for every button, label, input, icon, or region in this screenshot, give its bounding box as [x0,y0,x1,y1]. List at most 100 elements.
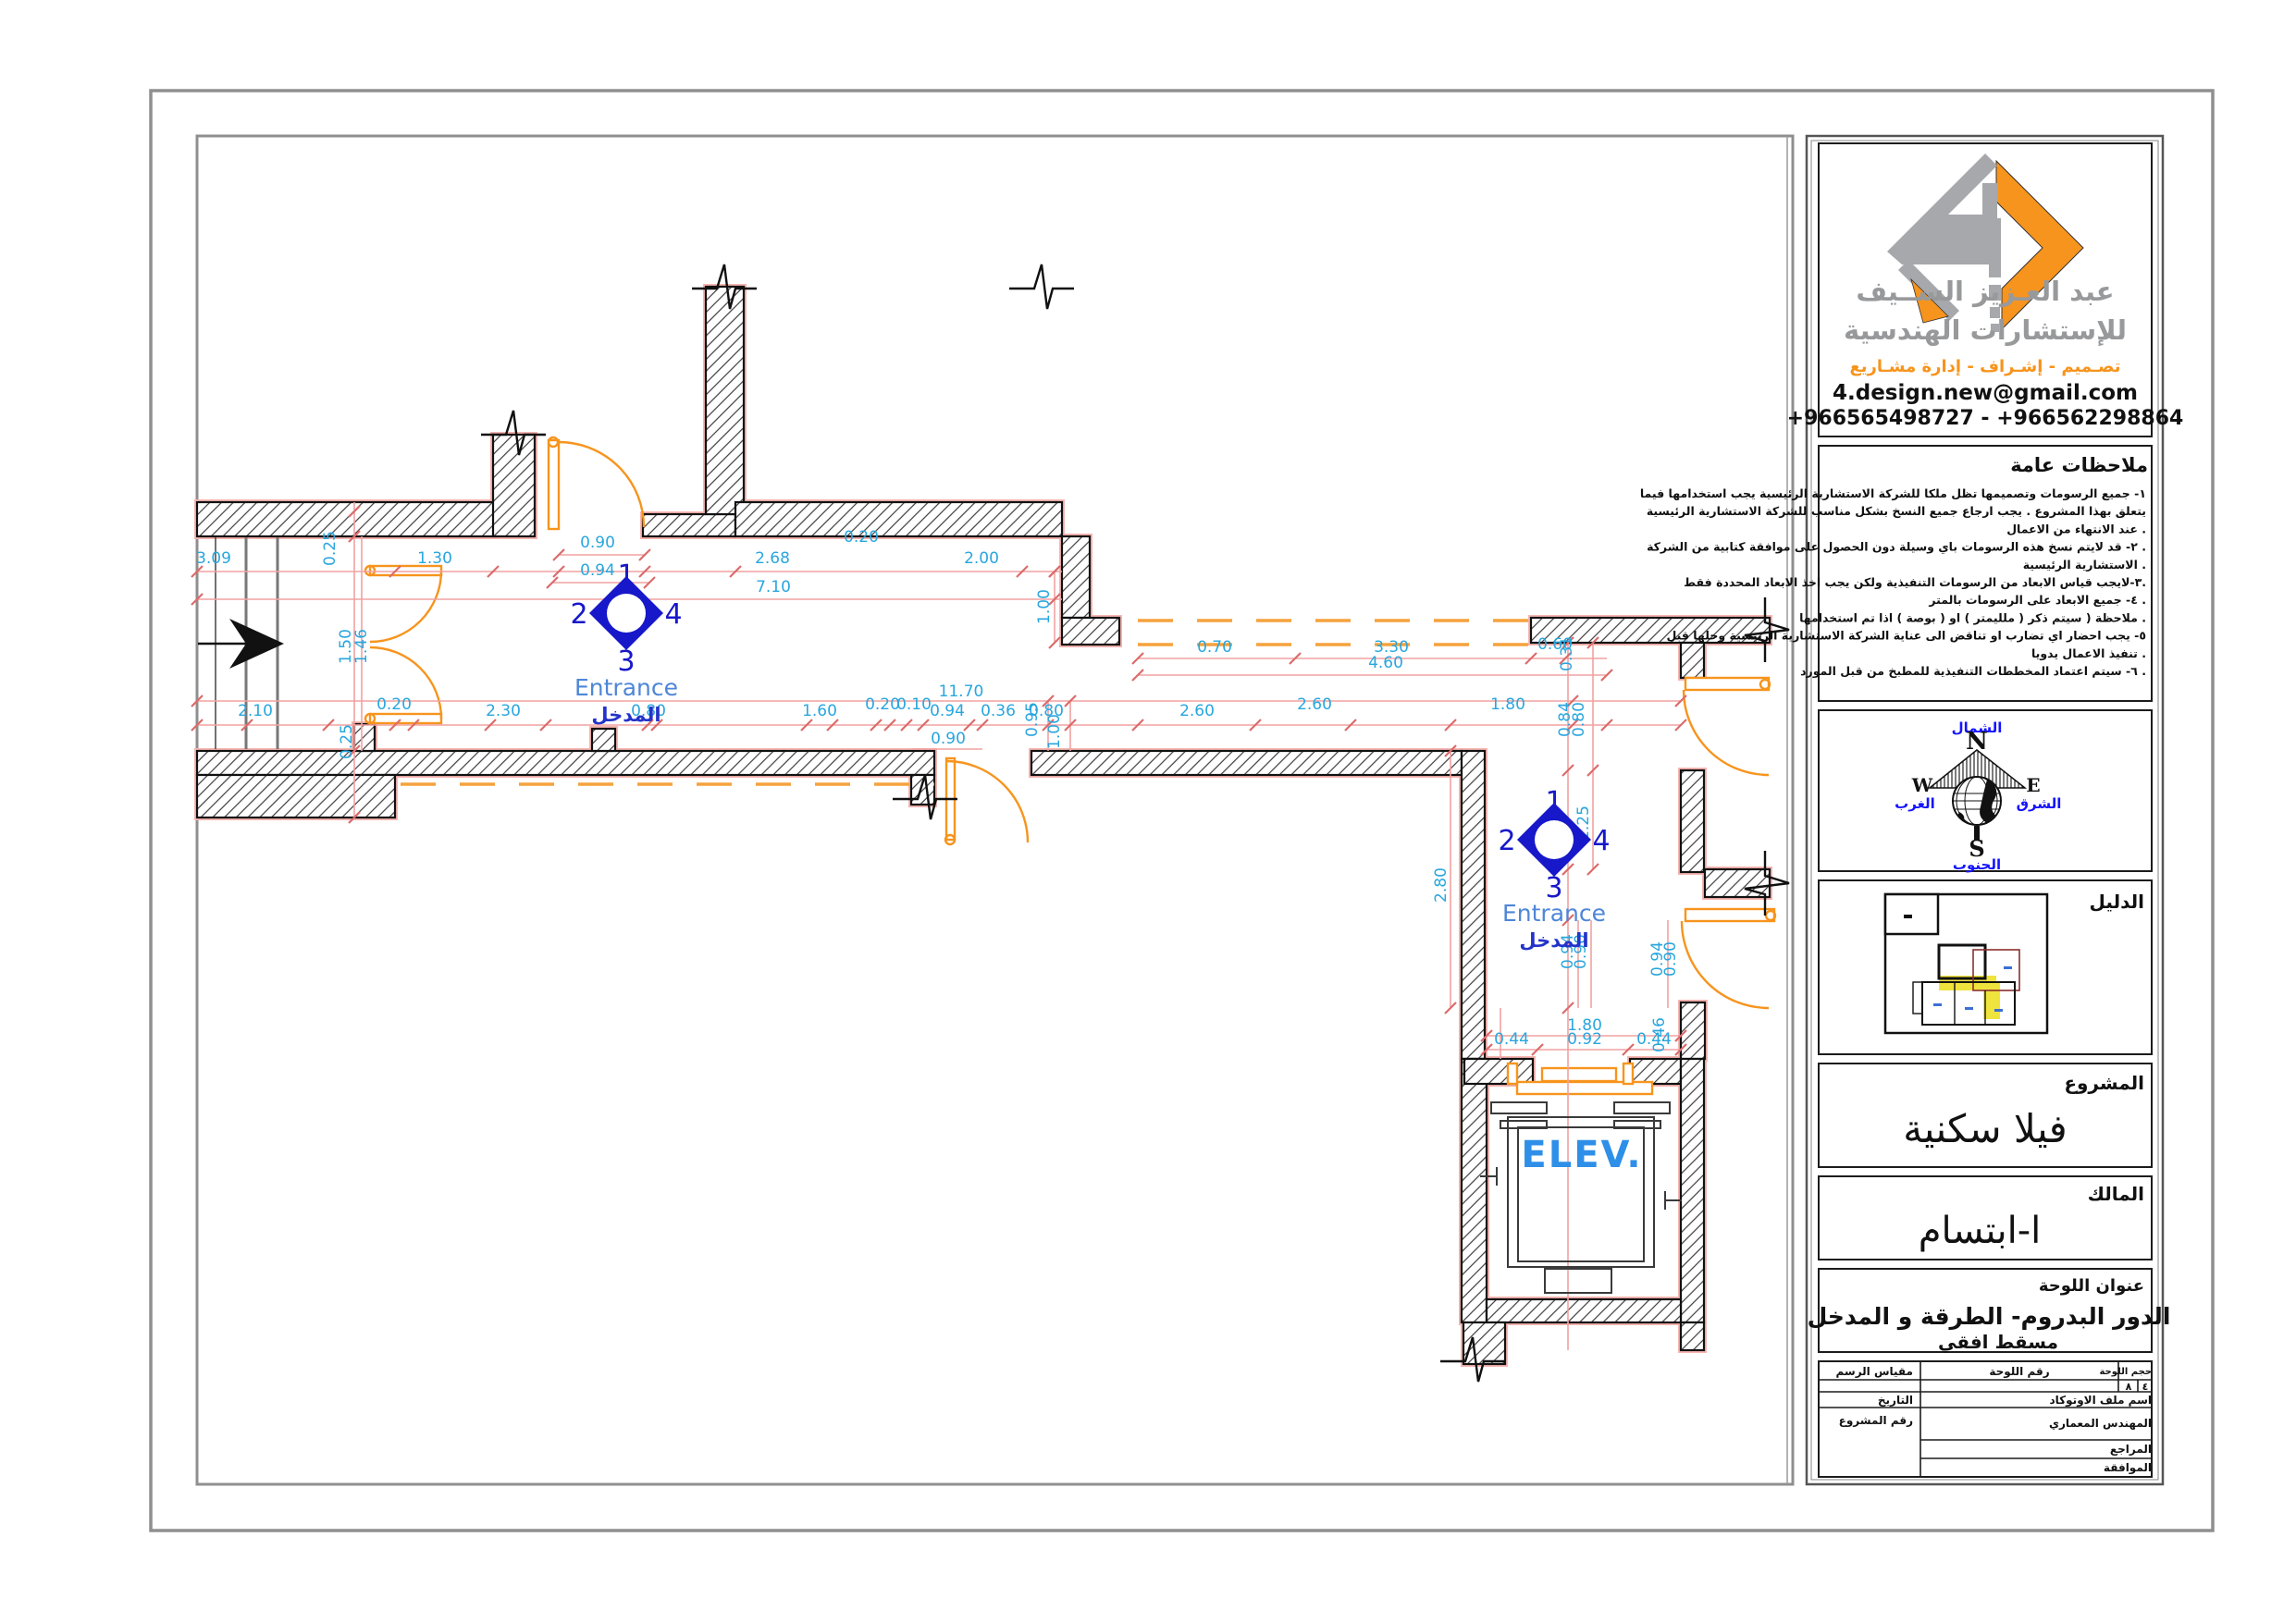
sheet-size-value-b: ٤ [2142,1381,2149,1393]
owner-label: المالك [2088,1183,2144,1205]
logo-box: عبد العـزيز الســيف للإستشارات الهندسية … [1787,142,2184,437]
dimension-text: 1.60 [802,702,837,720]
compass-s: S [1969,835,1984,862]
autocad-file-label: اسم ملف الاوتوكاد [2050,1394,2152,1408]
note-line: الاستشارية الرئيسية . [2023,558,2146,572]
sheet-title-box: عنوان اللوحة الدور البدروم- الطرقة و الم… [1808,1268,2170,1354]
compass-box: الشمال N W الغرب E الشرق S الجنوب [1818,709,2153,873]
dimension-text: 0.92 [1567,1030,1602,1049]
owner-value: ا-ابتسام [1919,1210,2042,1252]
diamond-num-2: 2 [1498,825,1515,857]
owner-box: المالك ا-ابتسام [1818,1175,2153,1260]
dimension-text: 4.60 [1368,654,1403,672]
dimension-text: 2.10 [238,702,273,720]
dimension-text: 11.70 [939,682,984,701]
dimension-text: 1.00 [1045,714,1064,749]
dimension-text: 1.46 [352,629,371,664]
company-tagline: تصـميم - إشـراف - إدارة مشـاريع [1849,357,2120,376]
sheet-title-line2: مسقط افقي [1938,1331,2058,1354]
note-line: ٥- يجب احضار اي تضارب او تناقض الى عناية… [1667,629,2146,643]
date-label: التاريخ [1878,1394,1913,1407]
entrance-label-en: Entrance [574,674,678,701]
diamond-num-1: 1 [617,559,635,592]
diamond-num-2: 2 [570,598,587,631]
dimension-text: 0.94 [1648,941,1667,977]
compass-south-ar: الجنوب [1953,856,2001,873]
dimension-text: 0.90 [1661,941,1680,977]
compass-w: W [1911,774,1933,796]
key-plan-label: الدليل [2090,891,2144,913]
dimension-text: 0.80 [1570,702,1588,737]
entrance-symbol-2: 1 2 3 4 Entrance المدخل [1498,786,1610,952]
dimension-ticks [191,505,1687,1056]
entrance-label-ar: المدخل [1519,929,1588,952]
compass-n: N [1966,728,1988,756]
sheet-title-label: عنوان اللوحة [2039,1276,2144,1296]
dimension-text: 0.84 [1556,702,1574,737]
reviewer-label: المراجع [2110,1443,2152,1456]
notes-title: ملاحظات عامة [2010,454,2148,476]
dimension-text: 2.30 [486,702,521,720]
dashed-lines [401,619,1531,786]
dimension-text: 1.50 [337,629,355,664]
dimension-text: 1.80 [1567,1016,1602,1035]
sheet-no-label: رقم اللوحة [1989,1365,2049,1379]
dimension-text: 0.25 [338,724,356,759]
note-line: تنفيذ الاعمال يدويا . [2031,646,2146,660]
stair-direction-arrow-icon [229,619,284,669]
dimension-text: 2.60 [1297,695,1332,714]
diamond-num-3: 3 [617,646,635,678]
walls [194,284,1772,1367]
dimension-text: 0.36 [981,702,1016,720]
note-line: يتعلق بهذا المشروع . يجب ارجاع جميع النس… [1647,504,2146,518]
entrance-label-en: Entrance [1502,900,1606,927]
dimension-text: 0.90 [580,534,615,552]
company-email: 4.design.new@gmail.com [1833,381,2138,405]
compass-north-ar: الشمال [1952,719,2003,736]
dimension-text: 0.44 [1636,1030,1672,1049]
elevator-label: ELEV. [1521,1134,1642,1176]
note-line: ٢- قد لايتم نسخ هذه الرسومات باي وسيلة د… [1647,540,2146,554]
note-line: ٤- جميع الابعاد على الرسومات بالمتر . [1928,593,2146,607]
compass-east-ar: الشرق [2017,795,2062,812]
note-line: ٣-لايجب قياس الابعاد من الرسومات التنفيذ… [1684,575,2146,589]
company-logo-icon [1887,154,2084,332]
note-line: ٦- سيتم اعتماد المخططات التنفيذية للمطبخ… [1800,664,2146,678]
note-line: ملاحظة ( سيتم ذكر ( ملليمتر ) او ( بوصة … [1799,610,2146,624]
dimension-text: 2.00 [964,549,999,568]
dimension-text: 7.10 [756,578,791,596]
project-box: المشروع فيلا سكنية [1818,1063,2153,1168]
sheet-size-value-a: ٨ [2126,1381,2132,1393]
entrance-symbol-1: 1 2 3 4 Entrance المدخل [570,559,682,726]
approval-label: الموافقة [2104,1461,2152,1475]
dimension-text: 0.25 [321,531,339,566]
dimension-text: 0.80 [631,702,666,720]
dimension-text: 1.80 [1490,695,1525,714]
dimension-text: 1.30 [417,549,452,568]
dimension-text: 0.44 [1494,1030,1529,1049]
company-phones: +966565498727 - +966562298864 [1787,407,2184,430]
notes-lines: ١- جميع الرسومات وتصميمها تظل ملكا للشرك… [1640,486,2146,678]
dimension-text: 0.95 [1023,702,1042,737]
project-label: المشروع [2064,1072,2144,1094]
dimension-text: 0.46 [1650,1017,1669,1052]
dimension-text: 0.90 [931,730,966,748]
dimension-text: 0.20 [376,695,412,714]
compass-west-ar: الغرب [1895,795,1935,812]
title-block: عبد العـزيز الســيف للإستشارات الهندسية … [1640,134,2184,1486]
project-value: فيلا سكنية [1903,1106,2067,1151]
dimension-text: 2.60 [1179,702,1215,720]
dimension-text: 2.80 [1432,867,1450,903]
dimension-text: 0.60 [1537,635,1573,654]
diamond-num-1: 1 [1545,786,1562,818]
dimension-text: 0.90 [1572,934,1590,969]
compass-e: E [2026,774,2040,796]
company-name-line2: للإستشارات الهندسية [1844,314,2127,346]
dimension-text: 0.31 [1558,636,1576,671]
note-line: ١- جميع الرسومات وتصميمها تظل ملكا للشرك… [1640,486,2146,500]
dimension-text: 0.94 [1559,934,1577,969]
dimension-text: 0.70 [1197,638,1232,657]
dimension-text: 0.80 [1029,702,1064,720]
